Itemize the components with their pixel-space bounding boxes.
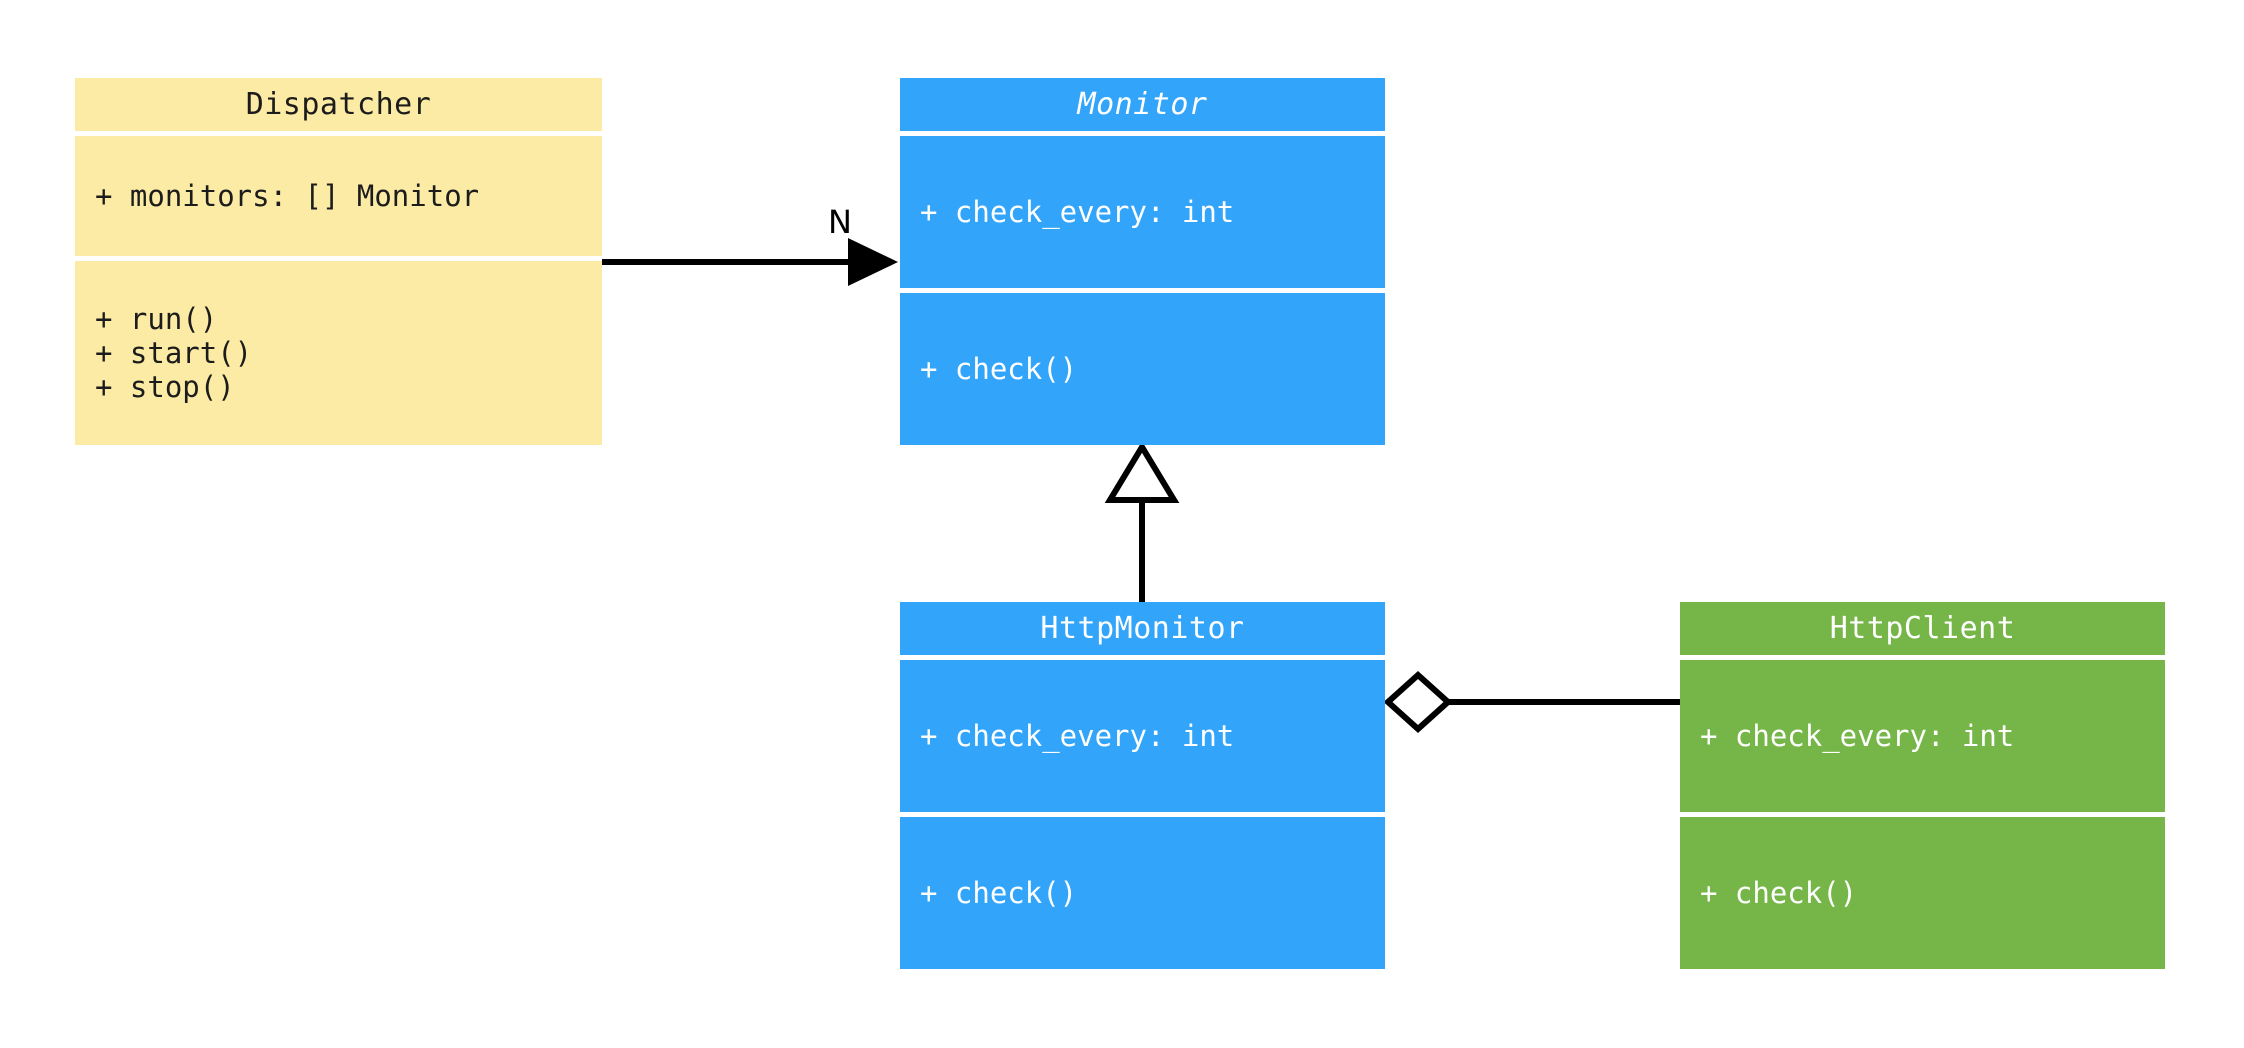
- aggregation-httpmonitor-httpclient: [1383, 670, 1680, 734]
- class-name-dispatcher: Dispatcher: [245, 86, 432, 122]
- method-row: + check(): [1700, 876, 1858, 910]
- class-name-httpmonitor: HttpMonitor: [1040, 610, 1245, 646]
- class-attributes-compartment-dispatcher: + monitors: [] Monitor: [75, 136, 602, 256]
- class-box-httpclient[interactable]: HttpClient + check_every: int + check(): [1680, 602, 2165, 969]
- method-row: + run(): [95, 302, 218, 336]
- hollow-triangle-arrowhead-icon: [1104, 441, 1180, 503]
- class-methods-compartment-monitor: + check(): [900, 293, 1385, 445]
- method-row: + stop(): [95, 370, 235, 404]
- class-title-compartment-dispatcher: Dispatcher: [75, 78, 602, 131]
- attribute-row: + check_every: int: [1700, 719, 2015, 753]
- class-box-httpmonitor[interactable]: HttpMonitor + check_every: int + check(): [900, 602, 1385, 969]
- class-box-dispatcher[interactable]: Dispatcher + monitors: [] Monitor + run(…: [75, 78, 602, 445]
- class-title-compartment-httpclient: HttpClient: [1680, 602, 2165, 655]
- attribute-row: + check_every: int: [920, 719, 1235, 753]
- hollow-diamond-icon: [1383, 670, 1453, 734]
- class-name-httpclient: HttpClient: [1829, 610, 2016, 646]
- class-methods-compartment-dispatcher: + run() + start() + stop(): [75, 261, 602, 445]
- class-title-compartment-monitor: Monitor: [900, 78, 1385, 131]
- class-name-monitor: Monitor: [1077, 86, 1208, 122]
- generalization-httpmonitor-monitor: [1104, 441, 1180, 602]
- association-dispatcher-monitor: [602, 238, 898, 286]
- class-attributes-compartment-monitor: + check_every: int: [900, 136, 1385, 288]
- method-row: + start(): [95, 336, 253, 370]
- class-attributes-compartment-httpmonitor: + check_every: int: [900, 660, 1385, 812]
- class-attributes-compartment-httpclient: + check_every: int: [1680, 660, 2165, 812]
- class-methods-compartment-httpclient: + check(): [1680, 817, 2165, 969]
- association-multiplicity-label: N: [828, 203, 852, 241]
- class-title-compartment-httpmonitor: HttpMonitor: [900, 602, 1385, 655]
- attribute-row: + check_every: int: [920, 195, 1235, 229]
- method-row: + check(): [920, 352, 1078, 386]
- class-methods-compartment-httpmonitor: + check(): [900, 817, 1385, 969]
- method-row: + check(): [920, 876, 1078, 910]
- attribute-row: + monitors: [] Monitor: [95, 179, 480, 213]
- solid-arrowhead-icon: [848, 238, 898, 286]
- class-box-monitor[interactable]: Monitor + check_every: int + check(): [900, 78, 1385, 445]
